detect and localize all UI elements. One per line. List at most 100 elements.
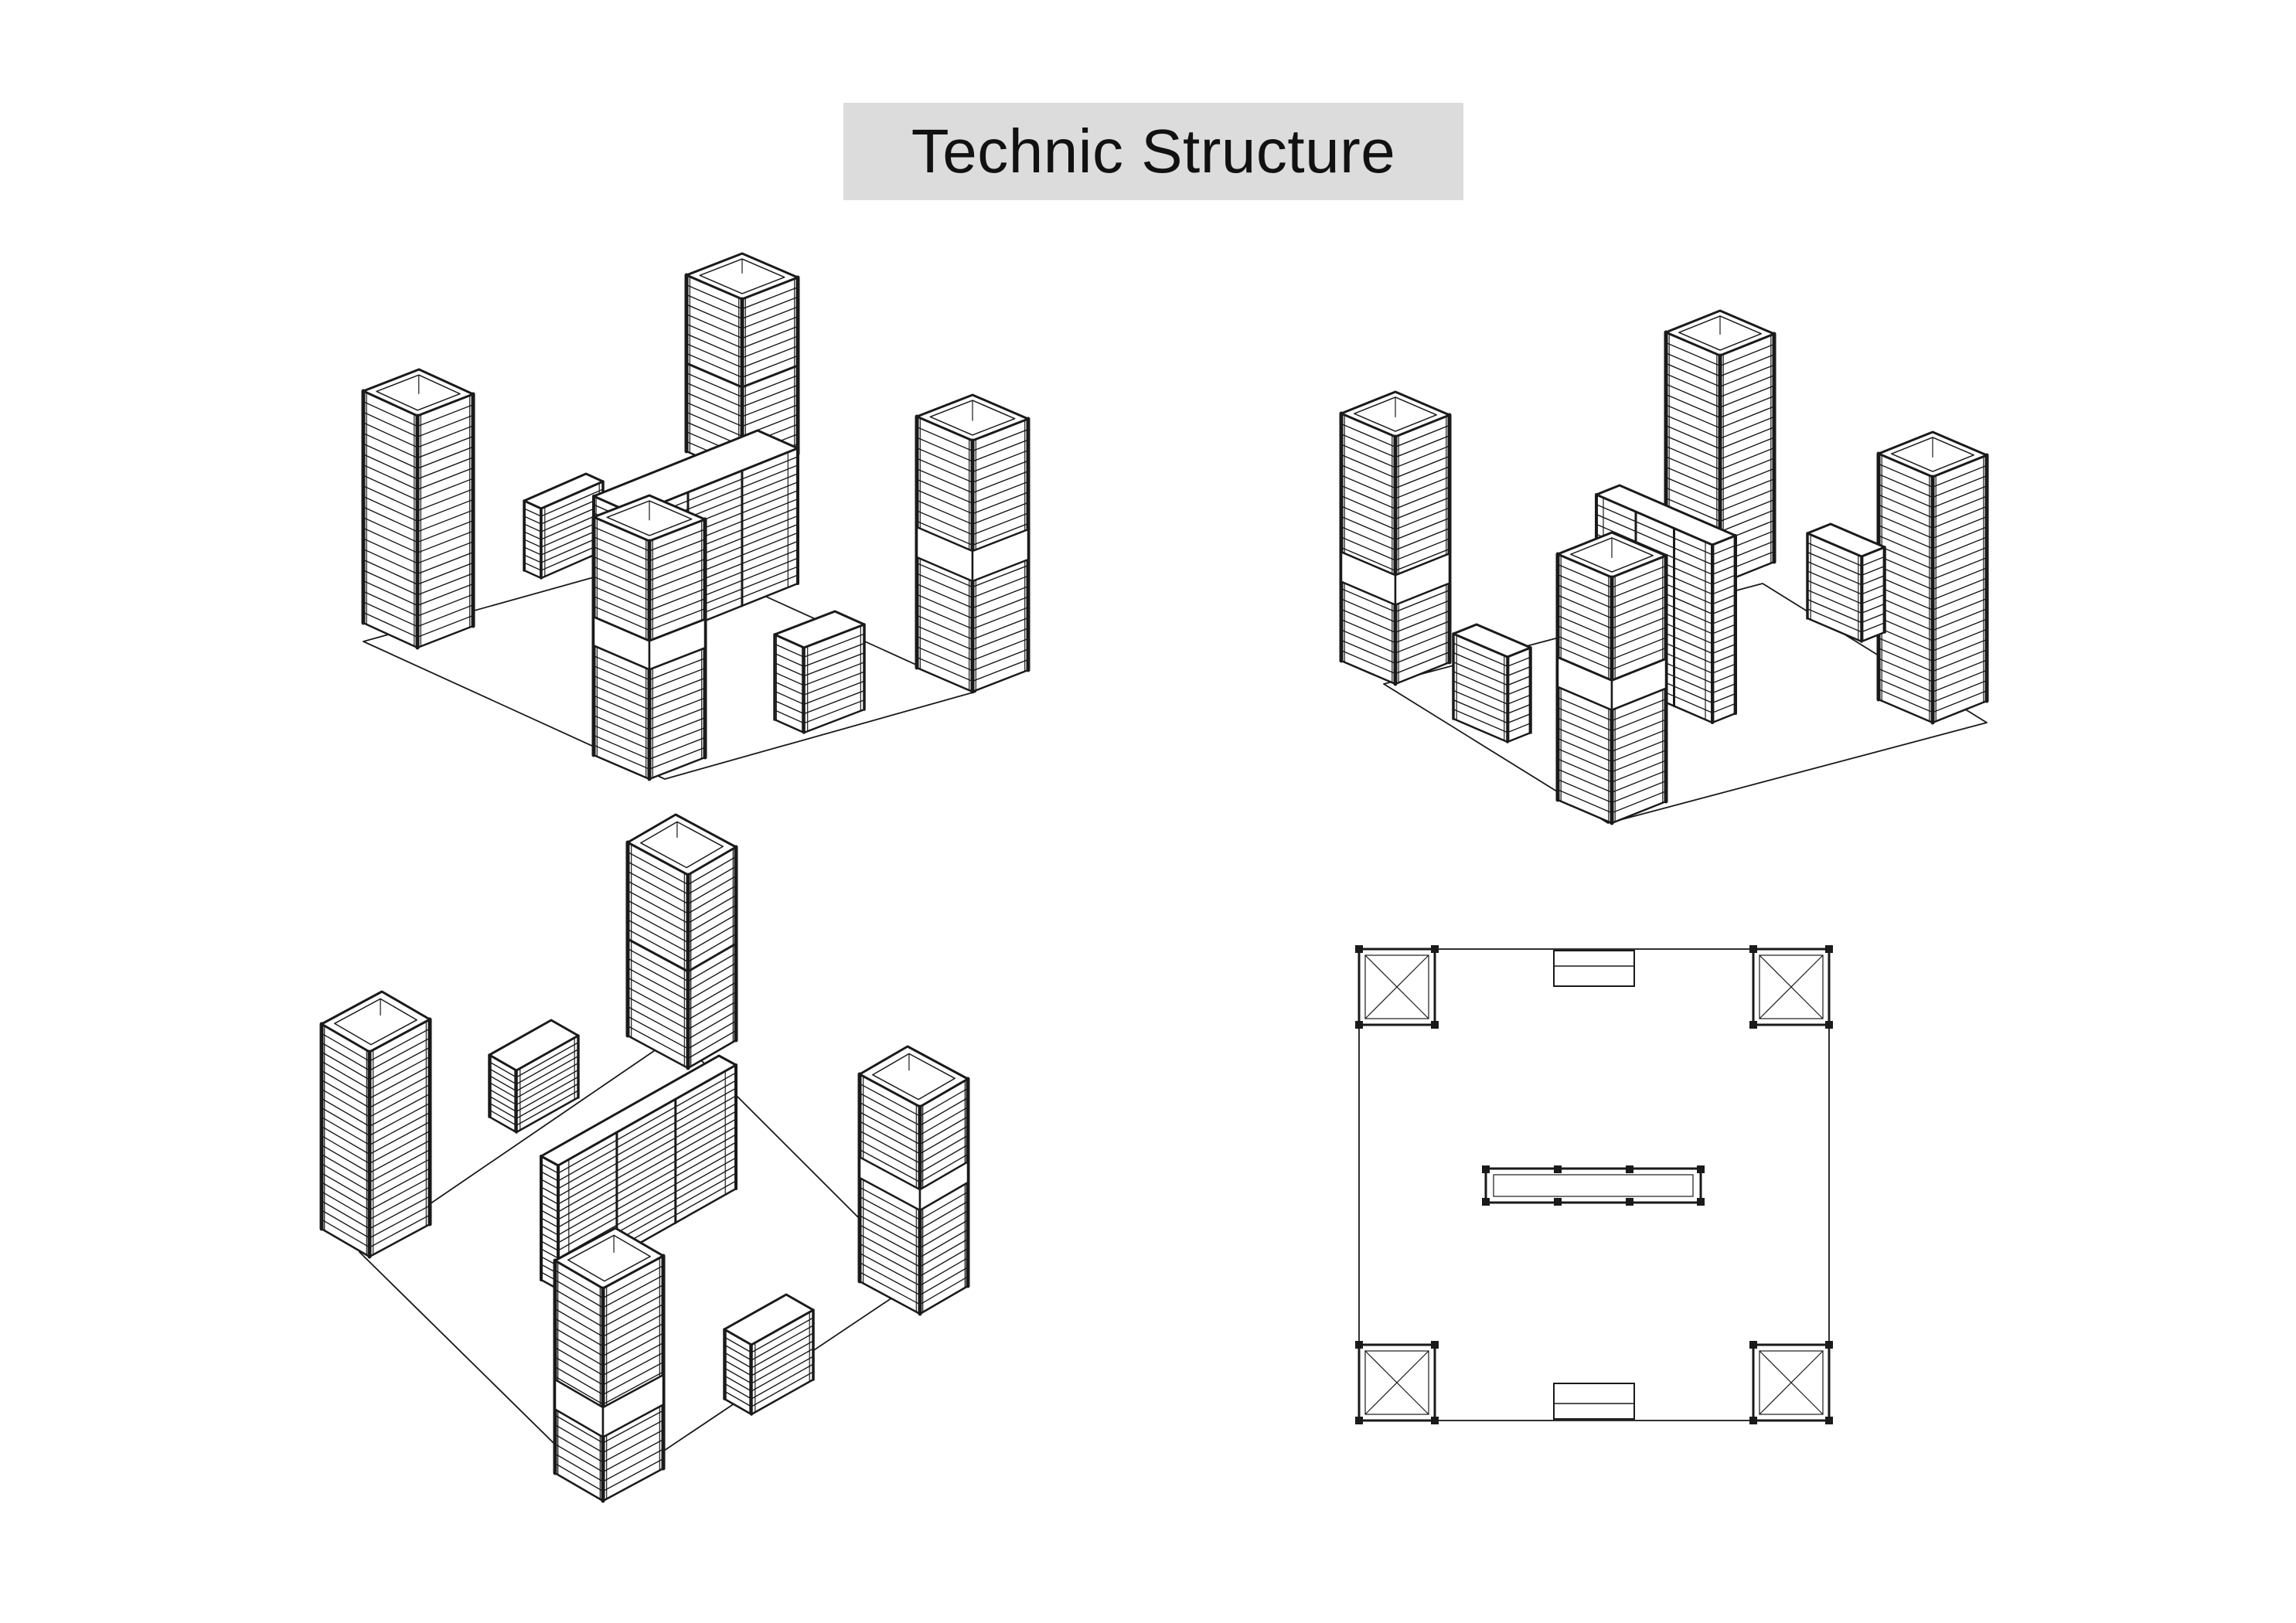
slat bbox=[523, 523, 542, 532]
slat bbox=[1395, 538, 1450, 561]
slat bbox=[593, 536, 650, 562]
slat bbox=[369, 1186, 431, 1220]
slat bbox=[1665, 477, 1721, 502]
slat bbox=[363, 443, 418, 469]
slat bbox=[321, 1070, 370, 1099]
slat bbox=[1861, 584, 1886, 595]
slat bbox=[1453, 709, 1508, 733]
top-frame bbox=[685, 252, 799, 301]
slat bbox=[417, 488, 474, 512]
slat bbox=[369, 1168, 431, 1202]
slat bbox=[1611, 647, 1667, 670]
slat bbox=[1719, 406, 1775, 429]
slat bbox=[649, 707, 706, 730]
slat bbox=[363, 580, 418, 607]
slat bbox=[602, 1371, 664, 1405]
plan-tower-br bbox=[1749, 1341, 1833, 1424]
slat bbox=[1807, 589, 1862, 614]
slat bbox=[919, 1210, 969, 1240]
slat bbox=[593, 744, 650, 770]
slat bbox=[602, 1458, 664, 1492]
slat bbox=[417, 519, 474, 543]
top-frame bbox=[626, 813, 738, 876]
slat bbox=[1665, 352, 1721, 377]
slat bbox=[417, 614, 474, 638]
slat bbox=[627, 919, 689, 953]
slat bbox=[593, 526, 650, 552]
slat bbox=[1507, 665, 1531, 677]
slat bbox=[1719, 416, 1775, 439]
slat bbox=[627, 967, 689, 1002]
slat bbox=[554, 1308, 604, 1338]
slat bbox=[523, 539, 542, 548]
slat bbox=[1665, 487, 1721, 512]
slat bbox=[972, 481, 1029, 504]
slat bbox=[916, 478, 973, 504]
iso-view-2 bbox=[1339, 309, 1989, 825]
slat bbox=[593, 546, 650, 572]
slat bbox=[1611, 791, 1667, 814]
slat bbox=[687, 982, 737, 1011]
slat bbox=[602, 1303, 664, 1338]
slat bbox=[649, 548, 706, 572]
slat bbox=[919, 1200, 969, 1230]
slat bbox=[916, 520, 973, 546]
slat bbox=[321, 1219, 370, 1248]
slat bbox=[593, 714, 650, 740]
slat bbox=[916, 458, 973, 483]
slat bbox=[554, 1366, 604, 1396]
slat bbox=[1611, 627, 1667, 650]
slat bbox=[602, 1410, 664, 1444]
iso-view-3 bbox=[319, 813, 970, 1503]
top-frame bbox=[362, 368, 475, 417]
slat bbox=[321, 1051, 370, 1080]
slat bbox=[1557, 573, 1613, 599]
slat bbox=[417, 562, 474, 585]
slat bbox=[369, 1102, 431, 1137]
slat bbox=[321, 1153, 370, 1183]
slat bbox=[919, 1238, 969, 1267]
slat bbox=[649, 667, 706, 691]
slat bbox=[1861, 574, 1886, 586]
slat bbox=[602, 1284, 664, 1318]
tower-back-left bbox=[361, 368, 475, 650]
slat bbox=[687, 885, 737, 914]
slat bbox=[916, 646, 973, 672]
slat bbox=[1932, 475, 1988, 498]
cabinet-back bbox=[523, 472, 605, 580]
slat bbox=[1878, 484, 1933, 509]
slat bbox=[627, 1016, 689, 1050]
slat bbox=[741, 335, 799, 359]
slat bbox=[321, 1107, 370, 1137]
slat bbox=[1878, 545, 1933, 570]
slat bbox=[627, 909, 689, 944]
slat bbox=[1557, 604, 1613, 629]
slat bbox=[369, 1214, 431, 1248]
slat bbox=[1395, 600, 1450, 623]
slat bbox=[540, 1240, 559, 1251]
slat bbox=[1395, 424, 1450, 448]
slat bbox=[685, 362, 744, 389]
slat bbox=[859, 1205, 921, 1240]
top-frame bbox=[723, 1293, 815, 1346]
slat bbox=[919, 1135, 969, 1164]
slat bbox=[593, 566, 650, 591]
slat bbox=[321, 1144, 370, 1174]
slat bbox=[1878, 555, 1933, 580]
slat bbox=[627, 851, 689, 886]
slat bbox=[1557, 625, 1613, 650]
slat bbox=[1932, 495, 1988, 519]
slat bbox=[1861, 565, 1886, 577]
slat bbox=[602, 1274, 664, 1308]
slat bbox=[554, 1443, 604, 1473]
slat bbox=[1878, 668, 1933, 692]
slat bbox=[321, 1060, 370, 1090]
slat bbox=[972, 460, 1029, 483]
slat bbox=[1340, 526, 1396, 551]
slat bbox=[1340, 598, 1396, 623]
slat bbox=[557, 1134, 737, 1236]
slat bbox=[321, 1172, 370, 1202]
tower-front bbox=[1555, 531, 1668, 825]
slat bbox=[363, 527, 418, 553]
